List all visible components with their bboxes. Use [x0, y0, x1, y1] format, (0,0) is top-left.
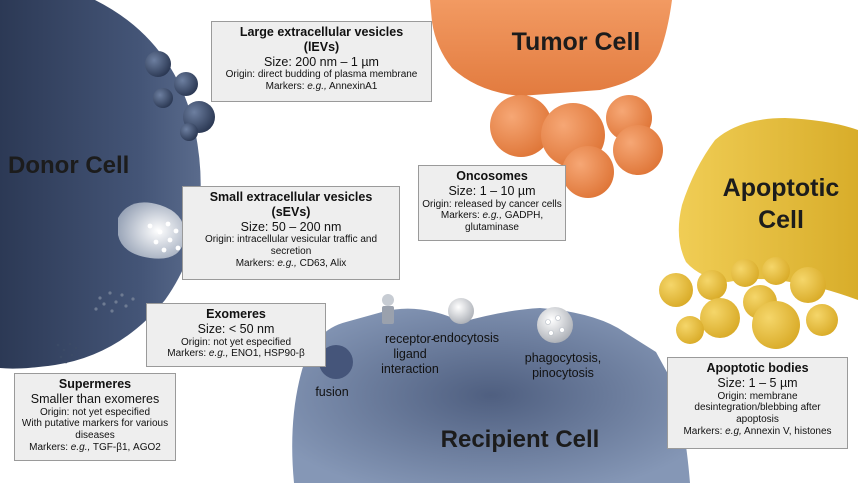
receptor-label-line2: ligand	[393, 346, 427, 361]
supermeres-info-box: Supermeres Smaller than exomeres Origin:…	[14, 373, 176, 461]
lev-size: Size: 200 nm – 1 µm	[264, 54, 379, 69]
lev-title-line1: Large extracellular vesicles	[239, 25, 404, 39]
supermere-dots	[56, 342, 78, 364]
donor-cell-body	[0, 0, 201, 369]
fusion-vesicle	[319, 345, 353, 379]
exomeres-info-box: Exomeres Size: < 50 nm Origin: not yet e…	[146, 303, 326, 367]
receptor-ligand-label: receptor- ligand interaction	[368, 332, 452, 376]
sev-origin-line2: secretion	[270, 246, 312, 258]
apoptotic-bodies-title: Apoptotic bodies	[706, 361, 809, 375]
lev-vesicle	[174, 72, 198, 96]
sev-title-line2: (sEVs)	[271, 204, 311, 219]
fusion-label: fusion	[315, 385, 349, 399]
sev-size: Size: 50 – 200 nm	[240, 219, 342, 234]
donor-cell-title: Donor Cell	[8, 152, 130, 179]
apoptotic-bodies-origin-line3: apoptosis	[736, 414, 779, 426]
lev-vesicle	[180, 123, 198, 141]
lev-vesicle	[145, 51, 171, 77]
supermeres-origin: Origin: not yet especified	[39, 406, 151, 418]
apoptotic-cell-title-line1: Apoptotic	[722, 174, 840, 202]
supermeres-markers: Markers: e.g., TGF-β1, AGO2	[29, 441, 161, 453]
oncosomes-markers-line2: glutaminase	[465, 222, 519, 234]
exomere-dots	[94, 291, 135, 313]
lev-title-line2: (lEVs)	[303, 39, 340, 54]
supermeres-title: Supermeres	[58, 377, 132, 391]
apoptotic-body-vesicles	[659, 257, 838, 349]
oncosome	[562, 146, 614, 198]
phagocytosis-vesicle	[537, 307, 573, 343]
apoptotic-body	[790, 267, 826, 303]
lev-info-box: Large extracellular vesicles (lEVs) Size…	[211, 21, 432, 102]
apoptotic-body	[659, 273, 693, 307]
sev-title-line1: Small extracellular vesicles	[209, 190, 373, 204]
apoptotic-cell-body	[678, 118, 858, 300]
oncosomes-origin: Origin: released by cancer cells	[422, 198, 562, 210]
endocytosis-label: endocytosis	[432, 331, 499, 345]
supermeres-note-line1: With putative markers for various	[21, 418, 169, 430]
apoptotic-bodies-info-box: Apoptotic bodies Size: 1 – 5 µm Origin: …	[667, 357, 848, 449]
exomeres-title: Exomeres	[206, 307, 266, 321]
apoptotic-cell-title-line2: Cell	[758, 206, 804, 234]
lev-vesicles	[145, 51, 215, 141]
sev-multivesicular-body	[118, 202, 185, 259]
lev-markers: Markers: e.g., AnnexinA1	[265, 81, 378, 93]
apoptotic-body	[700, 298, 740, 338]
oncosomes-title: Oncosomes	[456, 169, 528, 183]
recipient-cell-title: Recipient Cell	[440, 426, 600, 453]
tumor-cell-title: Tumor Cell	[511, 28, 641, 56]
tumor-cell-body	[430, 0, 672, 96]
oncosome-vesicles	[490, 95, 663, 198]
supermeres-size: Smaller than exomeres	[30, 391, 160, 406]
apoptotic-body	[762, 257, 790, 285]
oncosomes-markers: Markers: e.g., GADPH,	[440, 210, 544, 222]
apoptotic-body	[731, 259, 759, 287]
apoptotic-body	[806, 304, 838, 336]
recipient-cell-body	[292, 308, 690, 483]
sev-info-box: Small extracellular vesicles (sEVs) Size…	[182, 186, 400, 280]
oncosome	[490, 95, 552, 157]
endocytosis-vesicle	[448, 298, 474, 324]
oncosomes-info-box: Oncosomes Size: 1 – 10 µm Origin: releas…	[418, 165, 566, 241]
apoptotic-body	[752, 301, 800, 349]
sev-markers: Markers: e.g., CD63, Alix	[235, 257, 347, 269]
apoptotic-body	[676, 316, 704, 344]
apoptotic-bodies-size: Size: 1 – 5 µm	[717, 375, 798, 390]
exomeres-markers: Markers: e.g., ENO1, HSP90-β	[167, 348, 305, 360]
lev-vesicle	[153, 88, 173, 108]
exomeres-origin: Origin: not yet especified	[180, 336, 292, 348]
phago-label-line2: pinocytosis	[532, 365, 594, 380]
apoptotic-bodies-markers: Markers: e.g, Annexin V, histones	[683, 425, 832, 437]
receptor-ligand-icon	[382, 294, 394, 324]
oncosomes-size: Size: 1 – 10 µm	[448, 183, 536, 198]
apoptotic-cell-title: Apoptotic Cell	[716, 172, 846, 236]
sev-origin-line1: Origin: intracellular vesicular traffic …	[204, 234, 378, 246]
receptor-label-line1: receptor-	[384, 332, 436, 346]
exomeres-size: Size: < 50 nm	[197, 321, 275, 336]
supermeres-note-line2: diseases	[75, 430, 115, 442]
lev-origin: Origin: direct budding of plasma membran…	[225, 69, 418, 81]
apoptotic-bodies-origin-line1: Origin: membrane	[717, 390, 798, 402]
receptor-label-line3: interaction	[381, 361, 439, 376]
phago-label-line1: phagocytosis,	[524, 351, 602, 365]
apoptotic-bodies-origin-line2: desintegration/blebbing after	[694, 402, 821, 414]
phagocytosis-label: phagocytosis, pinocytosis	[518, 351, 608, 381]
apoptotic-body	[697, 270, 727, 300]
oncosome	[613, 125, 663, 175]
